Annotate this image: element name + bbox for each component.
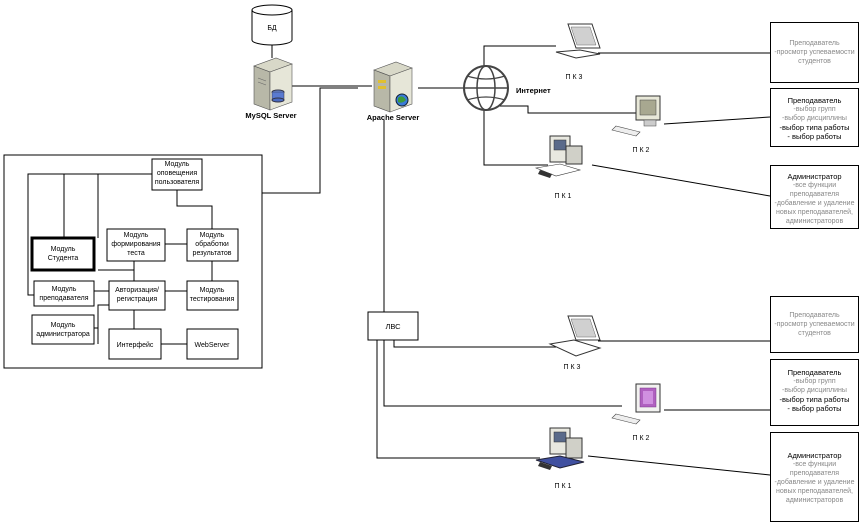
svg-text:WebServer: WebServer xyxy=(195,342,231,349)
mysql-server-icon: MySQL Server xyxy=(245,57,297,120)
connection-lines xyxy=(262,44,771,476)
module-interface xyxy=(108,328,162,360)
desktop-pc1-top: П К 1 xyxy=(534,135,583,200)
module-admin xyxy=(31,314,95,345)
note-teacher-progress-bottom: Преподаватель -просмотр успеваемости сту… xyxy=(770,296,859,353)
pc2-bottom-label: П К 2 xyxy=(633,435,650,442)
svg-text:пользователя: пользователя xyxy=(155,179,200,186)
svg-text:Интерфейс: Интерфейс xyxy=(117,341,154,349)
note-admin-top: Администратор -все функции преподавателя… xyxy=(770,165,859,229)
db-label: БД xyxy=(267,25,277,32)
module-result xyxy=(186,228,239,262)
svg-text:Авторизация/: Авторизация/ xyxy=(115,287,159,294)
monitor-pc2-bottom: П К 2 xyxy=(611,383,661,442)
apache-label: Apache Server xyxy=(367,113,420,122)
pc1-bottom-label: П К 1 xyxy=(555,483,572,490)
module-auth xyxy=(108,280,166,311)
svg-text:теста: теста xyxy=(127,250,145,257)
lan-label: ЛВС xyxy=(385,322,401,331)
internet-label: Интернет xyxy=(516,86,551,95)
monitor-pc2-top: П К 2 xyxy=(611,95,661,154)
database-cylinder: БД xyxy=(251,4,293,46)
mysql-label: MySQL Server xyxy=(245,111,296,120)
internet-globe-icon: Интернет xyxy=(463,65,551,111)
svg-text:Модуль: Модуль xyxy=(52,286,77,293)
svg-text:администратора: администратора xyxy=(36,331,90,338)
laptop-pc3-top: П К 3 xyxy=(555,23,601,81)
pc3-bottom-label: П К 3 xyxy=(564,364,581,371)
svg-text:Модуль: Модуль xyxy=(51,322,76,329)
svg-text:Модуль: Модуль xyxy=(51,246,76,253)
module-test-form xyxy=(106,228,166,262)
module-block: Модуль оповещения пользователя Модуль фо… xyxy=(3,154,263,369)
svg-text:тестирования: тестирования xyxy=(190,296,235,303)
svg-text:Модуль: Модуль xyxy=(124,232,149,239)
desktop-pc1-bottom: П К 1 xyxy=(535,427,585,490)
note-teacher-progress-top: Преподаватель -просмотр успеваемости сту… xyxy=(770,22,859,83)
pc3-top-label: П К 3 xyxy=(566,74,583,81)
note-teacher-functions-bottom: Преподаватель -выбор групп -выбор дисцип… xyxy=(770,359,859,426)
note-admin-bottom: Администратор -все функции преподавателя… xyxy=(770,432,859,522)
module-lines xyxy=(27,173,213,345)
svg-text:преподавателя: преподавателя xyxy=(39,295,88,302)
svg-text:формирования: формирования xyxy=(111,241,160,248)
module-notify xyxy=(151,158,203,191)
svg-text:обработки: обработки xyxy=(195,240,229,248)
module-webserver xyxy=(186,328,239,360)
module-teacher xyxy=(33,280,95,307)
svg-text:оповещения: оповещения xyxy=(157,170,197,177)
svg-text:результатов: результатов xyxy=(193,250,232,257)
module-student xyxy=(30,236,96,272)
pc2-top-label: П К 2 xyxy=(633,147,650,154)
laptop-pc3-bottom: П К 3 xyxy=(548,315,602,371)
note-teacher-functions-top: Преподаватель -выбор групп -выбор дисцип… xyxy=(770,88,859,147)
svg-text:Модуль: Модуль xyxy=(165,161,190,168)
module-testing xyxy=(186,280,239,311)
svg-text:Модуль: Модуль xyxy=(200,287,225,294)
apache-server-icon: Apache Server xyxy=(367,61,420,122)
svg-text:Студента: Студента xyxy=(48,255,79,262)
pc1-top-label: П К 1 xyxy=(555,193,572,200)
lan-box: ЛВС xyxy=(367,311,419,341)
svg-text:регистрация: регистрация xyxy=(117,296,158,303)
svg-text:Модуль: Модуль xyxy=(200,232,225,239)
